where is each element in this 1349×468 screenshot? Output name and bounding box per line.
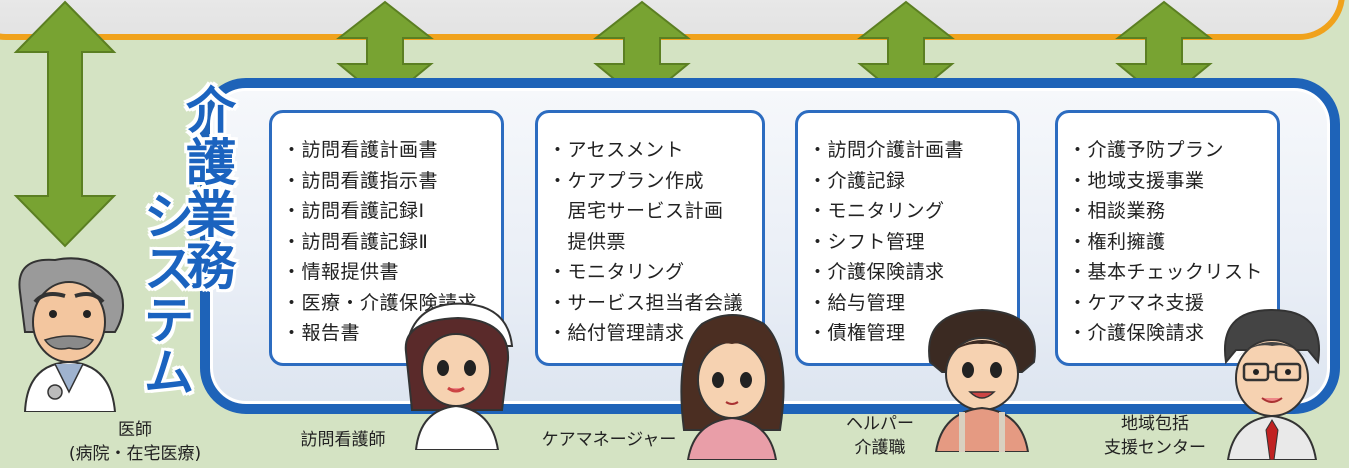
nurse-icon: [404, 302, 514, 450]
title-char: 務: [186, 238, 236, 296]
card-item: ・アセスメント: [548, 139, 685, 161]
role-line: 介護職: [854, 438, 906, 458]
role-line: ヘルパー: [846, 414, 914, 434]
title-char: ム: [144, 344, 194, 402]
helper-icon: [928, 308, 1036, 452]
role-line: 支援センター: [1104, 438, 1206, 458]
card-item: ・サービス担当者会議: [548, 291, 744, 314]
card-item: ・権利擁護: [1068, 230, 1166, 253]
role-label-doctor: 医師 (病院・在宅医療): [50, 418, 220, 466]
care-manager-icon: [680, 314, 785, 460]
card-item: ・給付管理請求: [548, 322, 685, 344]
card-item: ・医療・介護保険請求: [282, 291, 478, 314]
card-item: ・基本チェックリスト: [1068, 261, 1264, 283]
card-item: ・介護記録: [808, 169, 906, 192]
title-char: テ: [144, 292, 194, 350]
card-item: ・介護保険請求: [808, 261, 945, 283]
card-item: 提供票: [548, 230, 627, 253]
doctor-icon: [18, 257, 124, 412]
role-line: 地域包括: [1121, 414, 1189, 434]
system-title: 介 護 業 務 シ ス テ ム: [140, 86, 250, 406]
title-char: 業: [186, 186, 236, 244]
role-line: (病院・在宅医療): [68, 444, 202, 464]
role-label-nurse: 訪問看護師: [283, 428, 403, 452]
role-label-center: 地域包括 支援センター: [1090, 412, 1220, 460]
title-char: ス: [144, 240, 194, 298]
role-label-helper: ヘルパー 介護職: [838, 412, 922, 460]
role-line: 医師: [118, 420, 152, 440]
card-item: ・訪問看護指示書: [282, 169, 439, 192]
card-item: ・介護保険請求: [1068, 322, 1205, 344]
double-headed-arrow-icon: [13, 0, 117, 248]
card-item: ・モニタリング: [548, 261, 685, 283]
card-visiting-nurse: ・訪問看護計画書 ・訪問看護指示書 ・訪問看護記録Ⅰ ・訪問看護記録Ⅱ ・情報提…: [269, 110, 504, 366]
card-item: ・給与管理: [808, 291, 906, 314]
card-item: ・情報提供書: [282, 261, 400, 283]
card-item: ・シフト管理: [808, 230, 926, 253]
role-line: 訪問看護師: [300, 430, 386, 450]
role-line: ケアマネージャー: [541, 430, 677, 450]
card-item: ・ケアマネ支援: [1068, 291, 1205, 314]
card-item: ・地域支援事業: [1068, 169, 1205, 192]
card-item: ・債権管理: [808, 322, 906, 344]
title-char: 護: [186, 134, 236, 192]
card-item: ・訪問看護記録Ⅰ: [282, 200, 425, 222]
title-char: シ: [144, 188, 194, 246]
title-char: 介: [186, 82, 236, 140]
role-label-care-manager: ケアマネージャー: [538, 428, 680, 452]
card-item: ・訪問看護計画書: [282, 139, 439, 161]
card-item: ・報告書: [282, 322, 361, 344]
card-item: ・ケアプラン作成: [548, 169, 705, 192]
card-item: ・訪問介護計画書: [808, 139, 965, 161]
card-item: ・介護予防プラン: [1068, 139, 1225, 161]
center-staff-icon: [1224, 308, 1320, 460]
card-community-center: ・介護予防プラン ・地域支援事業 ・相談業務 ・権利擁護 ・基本チェックリスト …: [1055, 110, 1280, 366]
card-item: 居宅サービス計画: [548, 200, 724, 222]
card-item: ・訪問看護記録Ⅱ: [282, 230, 429, 253]
card-item: ・相談業務: [1068, 200, 1166, 222]
card-item: ・モニタリング: [808, 200, 945, 222]
